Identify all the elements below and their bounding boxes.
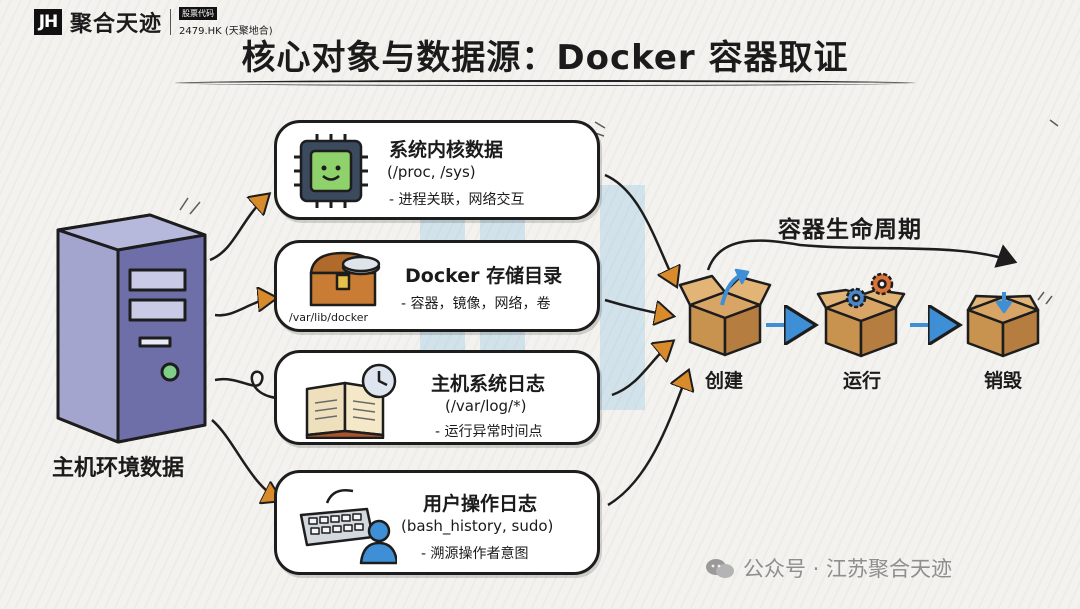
arrow-host-to-userlog — [211, 419, 280, 500]
stock-code: 2479.HK (天聚地合) — [179, 26, 273, 37]
brand-name: 聚合天迹 — [70, 12, 163, 37]
kernel-sub: (/proc, /sys) — [387, 163, 476, 181]
stage-create: 创建 — [704, 370, 743, 392]
lifecycle-bracket-arrow — [706, 239, 1018, 271]
arrow-docker-to-create — [604, 298, 672, 316]
box-open-icon — [678, 268, 772, 357]
kernel-title: 系统内核数据 — [389, 139, 504, 161]
docker-note: - 容器，镜像，网络，卷 — [401, 296, 551, 312]
cpu-chip-icon — [294, 134, 368, 208]
kernel-note: - 进程关联，网络交互 — [389, 192, 525, 208]
source-card-docker: /var/lib/docker Docker 存储目录 - 容器，镜像，网络，卷 — [274, 240, 600, 332]
syslog-note: - 运行异常时间点 — [435, 424, 543, 440]
footer-watermark: 公众号 · 江苏聚合天迹 — [705, 553, 952, 583]
stage-run: 运行 — [842, 370, 881, 392]
syslog-title: 主机系统日志 — [431, 373, 546, 395]
box-gears-icon — [816, 272, 906, 358]
source-card-userlog: 用户操作日志 (bash_history, sudo) - 溯源操作者意图 — [274, 470, 600, 575]
brand-divider — [170, 9, 172, 35]
arrow-host-to-kernel — [209, 195, 268, 262]
arrow-kernel-to-create — [604, 173, 676, 285]
userlog-sub: (bash_history, sudo) — [401, 517, 554, 535]
userlog-note: - 溯源操作者意图 — [421, 546, 529, 562]
userlog-title: 用户操作日志 — [423, 493, 538, 515]
book-clock-icon — [305, 363, 397, 439]
source-card-kernel: 系统内核数据 (/proc, /sys) - 进程关联，网络交互 — [274, 120, 600, 220]
keyboard-user-icon — [299, 489, 397, 565]
wechat-icon — [706, 559, 734, 578]
lifecycle-title: 容器生命周期 — [778, 217, 922, 243]
arrow-userlog-to-create — [607, 372, 688, 507]
docker-path: /var/lib/docker — [289, 311, 369, 324]
source-card-syslog: 主机系统日志 (/var/log/*) - 运行异常时间点 — [274, 350, 600, 445]
brand-logo: JH — [34, 9, 62, 35]
docker-title: Docker 存储目录 — [405, 265, 563, 287]
page-title: 核心对象与数据源：Docker 容器取证 — [241, 38, 849, 78]
watermark-text: 公众号 · 江苏聚合天迹 — [743, 557, 953, 581]
arrow-syslog-to-create — [611, 342, 672, 397]
title-underline — [175, 80, 915, 86]
arrow-host-to-docker — [214, 298, 275, 317]
stage-destroy: 销毁 — [983, 370, 1022, 392]
arrow-host-to-syslog — [214, 370, 296, 399]
box-closing-icon — [966, 292, 1040, 358]
brand-header: JH 聚合天迹 股票代码 2479.HK (天聚地合) — [34, 6, 273, 38]
stock-tag: 股票代码 — [179, 7, 218, 20]
treasure-chest-icon — [309, 251, 381, 307]
stock-code-block: 股票代码 2479.HK (天聚地合) — [179, 7, 273, 37]
host-label: 主机环境数据 — [52, 456, 185, 481]
syslog-sub: (/var/log/*) — [445, 397, 527, 415]
